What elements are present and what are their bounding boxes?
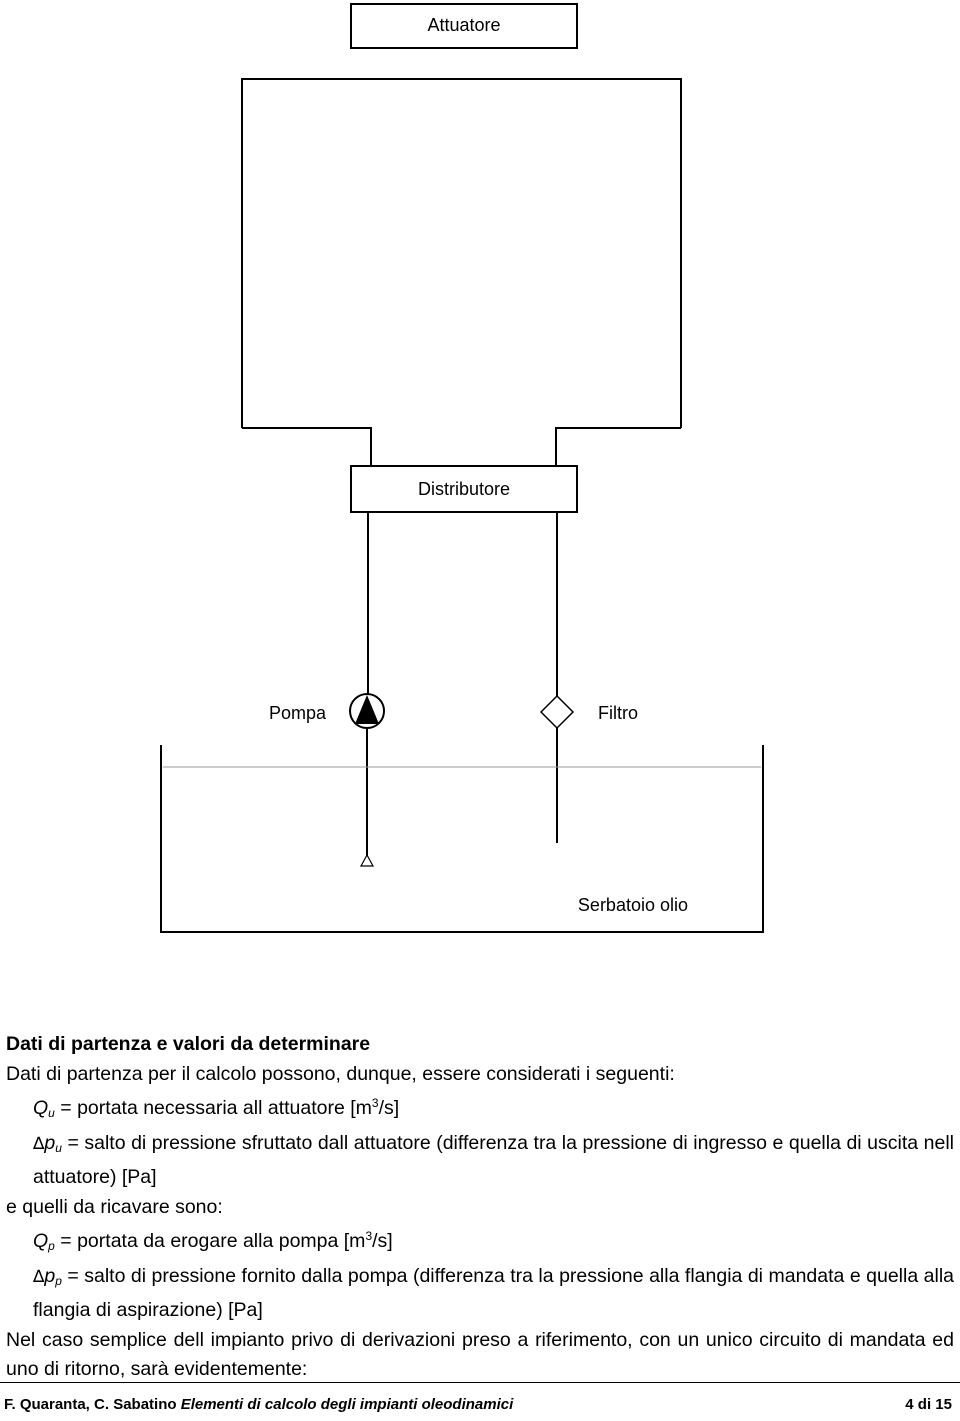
actuator-box: [350, 3, 578, 49]
distributor-label: Distributore: [418, 479, 510, 499]
oil-tank: [160, 745, 764, 933]
distributor-box: [350, 465, 578, 513]
qu-unit: /s]: [378, 1097, 400, 1119]
dpp-definition: ∆pp = salto di pressione fornito dalla p…: [6, 1262, 954, 1326]
delta-symbol: ∆: [33, 1133, 45, 1154]
qp-text: = portata da erogare alla pompa [m: [60, 1230, 366, 1252]
section-heading: Dati di partenza e valori da determinare: [6, 1033, 371, 1055]
qp-symbol: Q: [33, 1230, 49, 1252]
pump-triangle-icon: [355, 695, 379, 724]
qu-symbol: Q: [33, 1097, 49, 1119]
dpp-text: = salto di pressione fornito dalla pompa…: [33, 1264, 954, 1322]
intro-paragraph: Dati di partenza per il calcolo possono,…: [6, 1062, 675, 1085]
footer-document-title: Elementi di calcolo degli impianti oleod…: [180, 1396, 514, 1413]
distributor-feed-left: [242, 427, 372, 466]
conclusion-paragraph: Nel caso semplice dell impianto privo di…: [6, 1328, 954, 1381]
tank-label: Serbatoio olio: [578, 895, 688, 915]
dpp-subscript: p: [55, 1273, 62, 1288]
qp-definition: Qp = portata da erogare alla pompa [m3/s…: [6, 1222, 954, 1262]
filter-symbol: [539, 694, 575, 730]
pump-label: Pompa: [269, 703, 327, 723]
dpu-definition: ∆pu = salto di pressione sfruttato dall …: [6, 1129, 954, 1193]
dpu-text: = salto di pressione sfruttato dall attu…: [33, 1131, 954, 1189]
main-text: Dati di partenza e valori da determinare…: [6, 1030, 954, 1385]
dpu-symbol: p: [44, 1131, 56, 1154]
qp-subscript: p: [48, 1239, 55, 1253]
actuator-label: Attuatore: [427, 15, 500, 35]
dpu-subscript: u: [55, 1140, 62, 1155]
page-footer: F. Quaranta, C. Sabatino Elementi di cal…: [4, 1396, 954, 1413]
dpp-symbol: p: [44, 1264, 56, 1287]
footer-authors: F. Quaranta, C. Sabatino: [4, 1396, 177, 1413]
footer-page-number: 4 di 15: [905, 1396, 952, 1413]
qu-definition: Qu = portata necessaria all attuatore [m…: [6, 1089, 954, 1129]
qu-exponent: 3: [371, 1096, 379, 1110]
delta-symbol: ∆: [33, 1266, 45, 1287]
footer-divider: [0, 1382, 960, 1383]
hydraulic-circuit-diagram: Attuatore Distributore Pompa Filtro Serb…: [160, 3, 764, 933]
qp-exponent: 3: [365, 1229, 373, 1243]
suction-strainer-icon: [359, 853, 375, 867]
qp-unit: /s]: [372, 1230, 393, 1252]
qu-subscript: u: [48, 1106, 55, 1120]
actuator-line-left: [241, 78, 682, 428]
filter-label: Filtro: [598, 703, 638, 723]
qu-text: = portata necessaria all attuatore [m: [60, 1097, 372, 1119]
ricavare-line: e quelli da ricavare sono:: [6, 1195, 223, 1218]
distributor-feed-right: [555, 427, 681, 466]
